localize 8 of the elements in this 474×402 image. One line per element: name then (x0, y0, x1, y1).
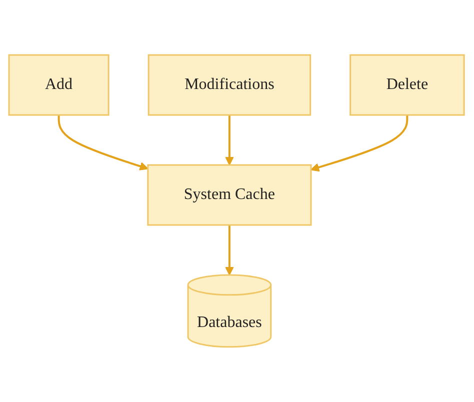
node-box: System Cache (148, 164, 312, 226)
arrow (226, 115, 234, 166)
node-box: Delete (350, 54, 466, 116)
arrow (311, 115, 409, 172)
arrow (58, 115, 149, 171)
node-box: Add (8, 54, 110, 116)
node-box: Modifications (148, 54, 312, 116)
arrow (226, 225, 234, 276)
